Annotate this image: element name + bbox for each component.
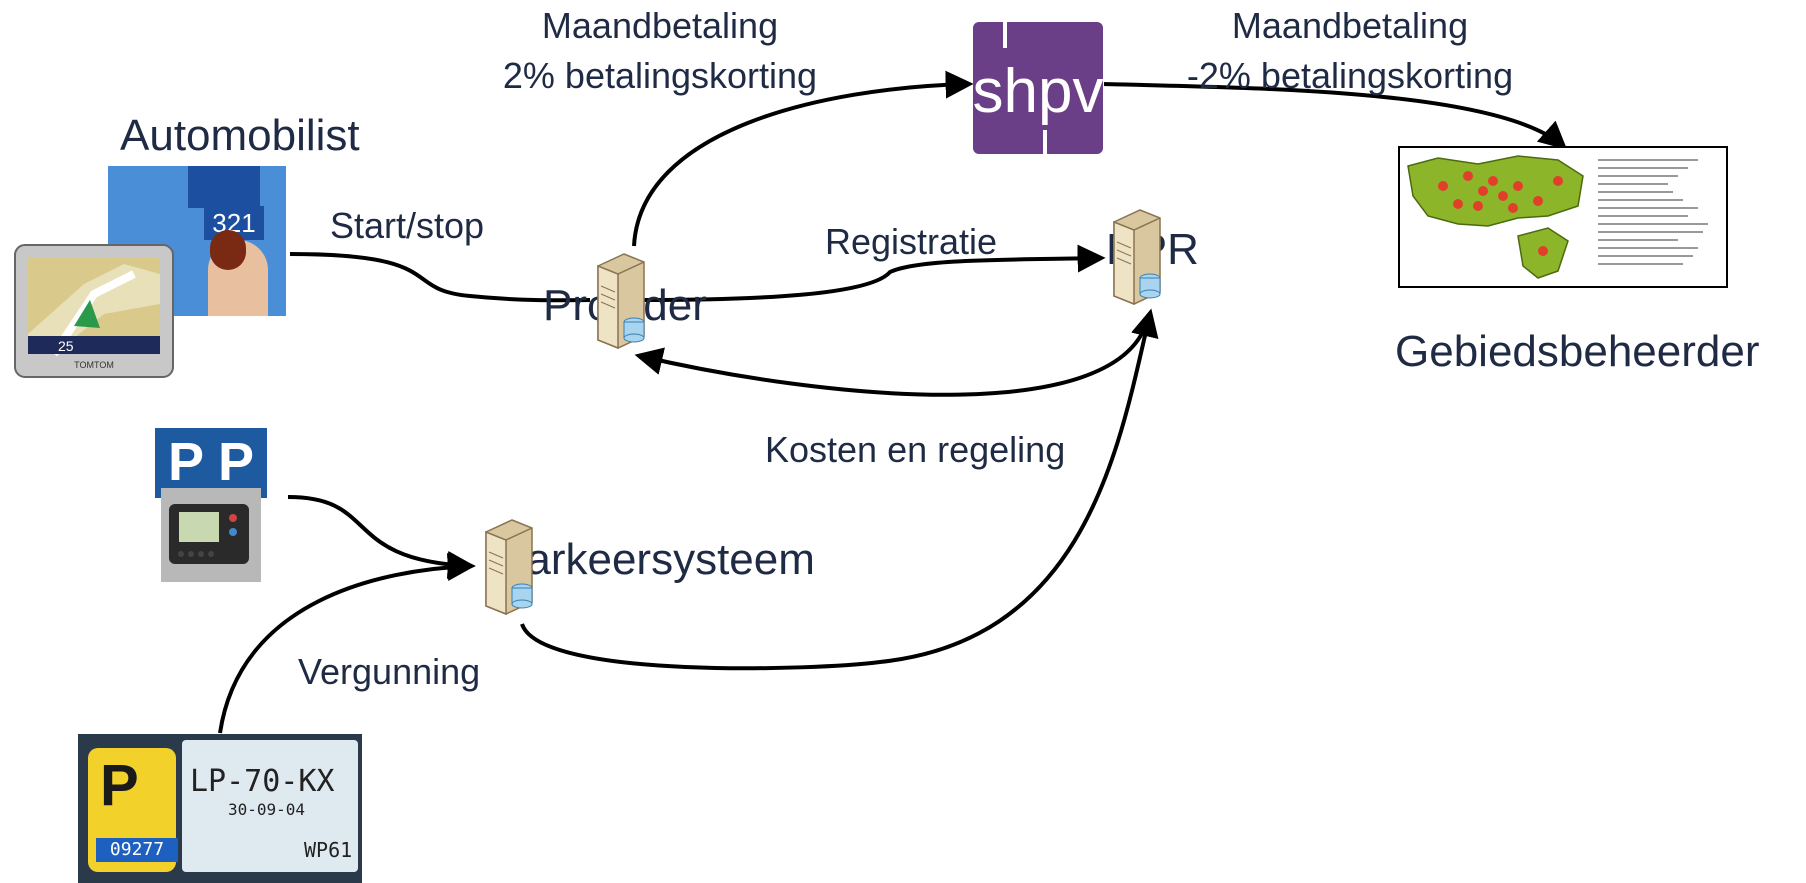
- parking-meter-icon: P P: [155, 428, 267, 582]
- label-registratie: Registratie: [825, 221, 998, 262]
- arrow-start-stop: [289, 252, 591, 303]
- arrow-permit-parkeer: [218, 553, 476, 734]
- label-maandbetaling-left: Maandbetaling: [541, 5, 779, 46]
- server-icon: [1110, 208, 1164, 306]
- area-map-icon: [1398, 146, 1728, 288]
- arrow-kosten: [634, 317, 1150, 397]
- label-parkeersysteem: Parkeersysteem: [497, 535, 815, 584]
- label-automobilist: Automobilist: [120, 111, 360, 160]
- arrow-registratie: [639, 244, 1106, 302]
- label-maandbetaling-right: Maandbetaling: [1231, 5, 1469, 46]
- label-korting-right: -2% betalingskorting: [1186, 55, 1514, 96]
- server-icon: [594, 252, 648, 350]
- car-navigation-icon: 25 TOMTOM: [14, 244, 174, 378]
- parking-permit-icon: P 09277 LP-70-KX 30-09-04 WP61: [78, 734, 362, 883]
- label-start-stop: Start/stop: [330, 205, 485, 246]
- arrow-provider-shpv: [632, 70, 974, 247]
- label-korting-left: 2% betalingskorting: [502, 55, 818, 96]
- shpv-logo: shpv: [973, 22, 1103, 154]
- label-vergunning: Vergunning: [298, 651, 481, 692]
- arrow-meter-parkeer: [287, 495, 476, 579]
- svg-text:shpv: shpv: [973, 57, 1103, 126]
- arrow-shpv-gebied: [1103, 82, 1568, 150]
- label-kosten-en-regeling: Kosten en regeling: [765, 429, 1066, 470]
- label-gebiedsbeheerder: Gebiedsbeheerder: [1395, 327, 1760, 376]
- server-icon: [482, 518, 536, 616]
- arrow-parkeer-npr: [520, 308, 1159, 671]
